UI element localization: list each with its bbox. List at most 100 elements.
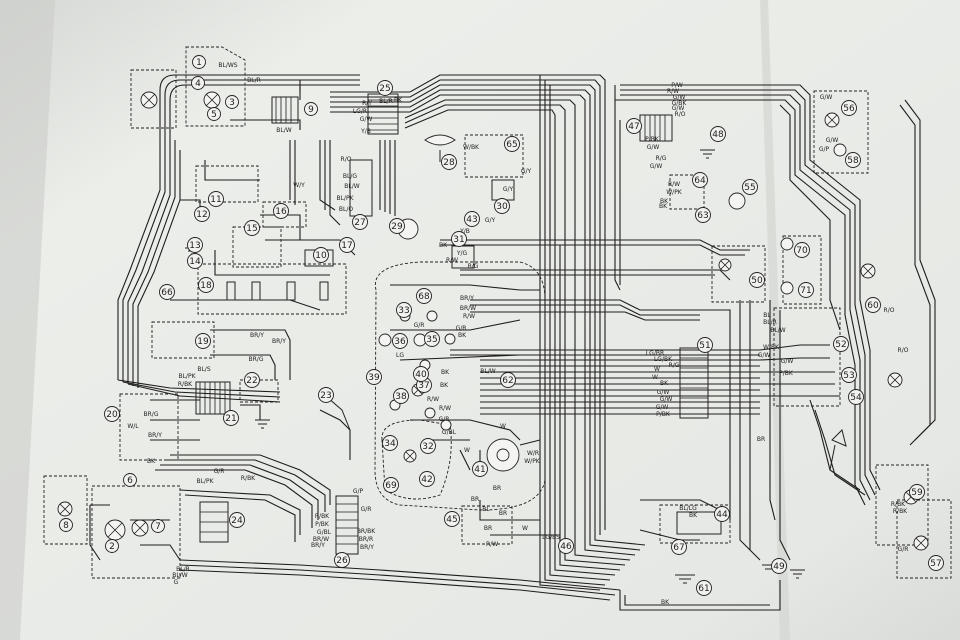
callout-circle [420, 438, 436, 454]
callout-circle [313, 247, 329, 263]
component-callout: 8 [59, 518, 73, 532]
callout-circle [304, 102, 318, 116]
component-number: 26 [336, 556, 348, 566]
wire-color-code: BR/G [249, 356, 264, 363]
callout-circle [928, 555, 944, 571]
callout-circle [396, 302, 412, 318]
wire-color-code: G/R [898, 546, 909, 553]
wire-color-code: BL [763, 312, 771, 319]
component-number: 50 [751, 276, 763, 286]
component-callout: 30 [494, 198, 510, 214]
wire-color-code: W [522, 525, 528, 532]
component-number: 5 [211, 110, 217, 120]
callout-circle [710, 126, 726, 142]
callout-circle [59, 518, 73, 532]
wire-color-code: P/BK [645, 136, 660, 143]
component-number: 59 [911, 488, 923, 498]
callout-circle [472, 461, 488, 477]
component-callout: 57 [928, 555, 944, 571]
component-callout: 69 [383, 477, 399, 493]
component-callout: 32 [420, 438, 436, 454]
callout-circle [151, 519, 165, 533]
component-number: 70 [796, 246, 808, 256]
wire-color-code: R/O [884, 307, 895, 314]
wire-color-code: P/BK [779, 370, 794, 377]
component-number: 14 [189, 257, 201, 267]
callout-circle [416, 288, 432, 304]
wire-color-code: BL/R [763, 319, 777, 326]
wire-color-code: R/BK [241, 475, 256, 482]
component-number: 4 [195, 79, 201, 89]
component-callout: 28 [441, 154, 457, 170]
component-number: 41 [474, 465, 485, 475]
wire-color-code: G/W [781, 358, 794, 365]
wire-color-code: Y/G [456, 250, 468, 257]
wire-color-code: LG/BR [646, 350, 664, 357]
component-number: 19 [197, 337, 209, 347]
wire-color-code: W [654, 366, 660, 373]
wire-color-code: BR/Y [250, 332, 264, 339]
wire-color-code: W [464, 447, 470, 454]
callout-circle [424, 331, 440, 347]
component-number: 28 [443, 158, 455, 168]
wire-color-code: BL/LG [679, 505, 697, 512]
component-callout: 55 [742, 179, 758, 195]
callout-circle [105, 539, 119, 553]
component-number: 55 [744, 183, 755, 193]
component-number: 29 [391, 222, 403, 232]
component-callout: 10 [313, 247, 329, 263]
callout-circle [441, 154, 457, 170]
wire-color-code: BR/BK [357, 528, 376, 535]
component-number: 1 [196, 58, 202, 68]
callout-circle [500, 372, 516, 388]
component-number: 13 [189, 241, 200, 251]
wire-color-code: BL/WS [218, 62, 237, 69]
wire-color-code: BL/R [176, 566, 190, 573]
component-callout: 60 [865, 297, 881, 313]
callout-circle [339, 237, 355, 253]
wire-color-code: R/W [667, 88, 679, 95]
wire-color-code: BK [660, 380, 669, 387]
component-callout: 39 [366, 369, 382, 385]
wire-color-code: BL/PK [196, 478, 214, 485]
component-number: 20 [106, 410, 118, 420]
component-number: 46 [560, 542, 572, 552]
component-callout: 41 [472, 461, 488, 477]
component-callout: 31 [451, 231, 467, 247]
component-callout: 71 [798, 282, 814, 298]
wire-color-code: G/BK [672, 100, 688, 107]
callout-circle [771, 558, 787, 574]
wire-color-code: R/W [427, 396, 439, 403]
wire-color-code: BK [659, 203, 668, 210]
callout-circle [865, 297, 881, 313]
wire-color-code: BL/W [770, 327, 785, 334]
wire-color-code: G/P [819, 146, 830, 153]
callout-circle [334, 552, 350, 568]
wire-color-code: Y/B [360, 128, 371, 135]
wire-color-code: LG/BK [654, 356, 673, 363]
component-number: 25 [379, 84, 390, 94]
component-number: 68 [418, 292, 430, 302]
component-callout: 49 [771, 558, 787, 574]
wire-color-code: R/Y [362, 100, 372, 107]
component-callout: 33 [396, 302, 412, 318]
component-callout: 58 [845, 152, 861, 168]
callout-circle [671, 539, 687, 555]
callout-circle [697, 337, 713, 353]
component-callout: 48 [710, 126, 726, 142]
component-number: 61 [698, 584, 709, 594]
wire-color-code: G/W [673, 94, 686, 101]
component-callout: 13 [187, 237, 203, 253]
callout-circle [798, 282, 814, 298]
wire-color-code: R/G [669, 362, 680, 369]
callout-circle [194, 206, 210, 222]
wire-color-code: R/W [446, 257, 458, 264]
wire-color-code: G/W [360, 116, 373, 123]
callout-circle [383, 477, 399, 493]
wire-color-code: G/R [214, 468, 225, 475]
component-callout: 54 [848, 389, 864, 405]
wire-color-code: W/BK [463, 144, 480, 151]
wire-color-code: R/W [668, 181, 680, 188]
callout-circle [195, 333, 211, 349]
component-callout: 44 [714, 506, 730, 522]
